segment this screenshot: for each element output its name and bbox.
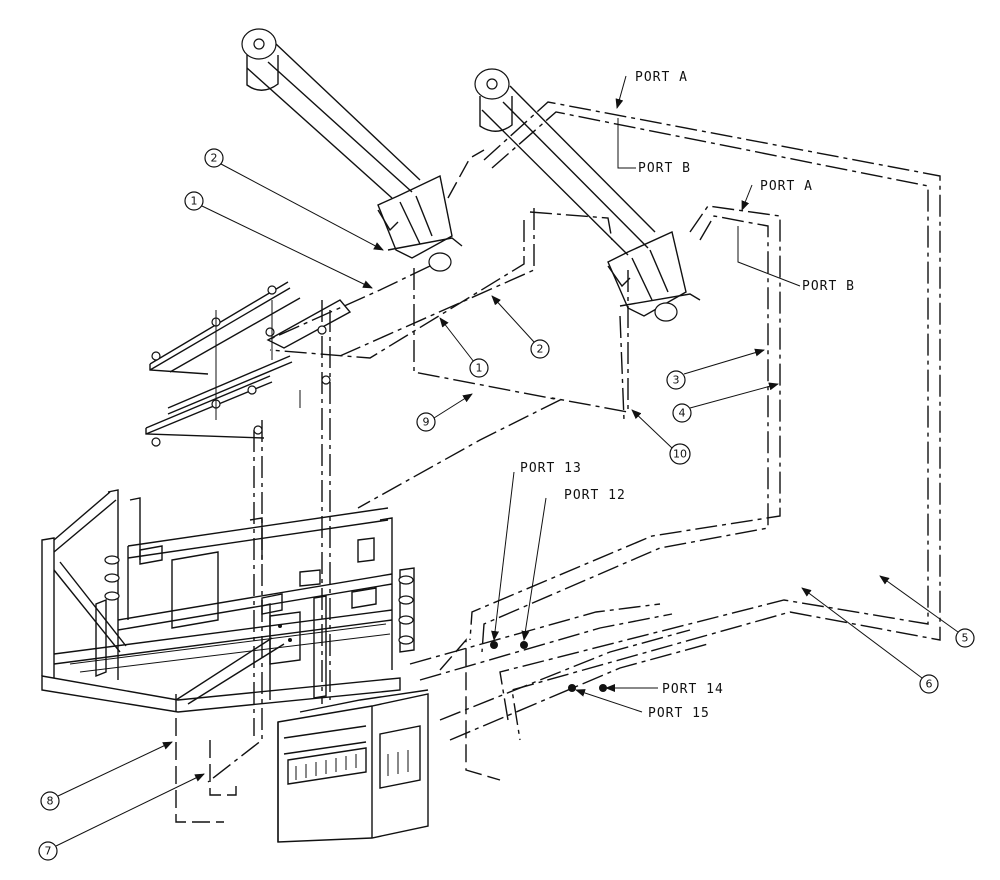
port-b-top-text: PORT B xyxy=(638,161,691,176)
port-15-label: PORT 15 xyxy=(575,689,710,721)
svg-text:7: 7 xyxy=(45,845,52,858)
callout-7: 7 xyxy=(38,773,205,861)
left-boom-arm xyxy=(241,28,463,272)
svg-text:6: 6 xyxy=(926,678,933,691)
port-13-label: PORT 13 xyxy=(491,461,582,641)
port-b-top-label: PORT B xyxy=(617,118,691,176)
port-a-top-label: PORT A xyxy=(615,70,688,109)
port-12-label: PORT 12 xyxy=(521,488,626,641)
port-15-text: PORT 15 xyxy=(648,706,710,721)
callout-6: 6 xyxy=(801,587,939,694)
hose-routes xyxy=(175,101,941,823)
callout-9: 9 xyxy=(416,393,473,432)
svg-text:2: 2 xyxy=(537,343,544,356)
svg-text:8: 8 xyxy=(47,795,54,808)
callout-8: 8 xyxy=(40,741,173,811)
svg-text:5: 5 xyxy=(962,632,969,645)
port-a-right-text: PORT A xyxy=(760,179,813,194)
callout-5: 5 xyxy=(879,575,975,648)
right-boom-arm xyxy=(474,68,701,322)
svg-text:1: 1 xyxy=(476,362,483,375)
svg-text:4: 4 xyxy=(679,407,686,420)
callout-4: 4 xyxy=(672,382,779,423)
port-fittings xyxy=(490,641,607,692)
callout-2-left: 2 xyxy=(204,148,384,251)
callout-2-mid: 2 xyxy=(491,295,550,359)
port-b-right-text: PORT B xyxy=(802,279,855,294)
svg-text:1: 1 xyxy=(191,195,198,208)
callout-3: 3 xyxy=(666,348,765,390)
machine-frame xyxy=(41,489,415,713)
svg-text:10: 10 xyxy=(673,448,687,461)
mounting-brackets xyxy=(145,281,352,447)
callout-1-left: 1 xyxy=(184,191,373,289)
svg-text:3: 3 xyxy=(673,374,680,387)
port-14-label: PORT 14 xyxy=(605,682,724,697)
port-13-text: PORT 13 xyxy=(520,461,582,476)
callout-10: 10 xyxy=(631,409,691,465)
svg-text:9: 9 xyxy=(423,416,430,429)
port-12-text: PORT 12 xyxy=(564,488,626,503)
port-14-text: PORT 14 xyxy=(662,682,724,697)
port-b-right-label: PORT B xyxy=(737,226,855,294)
callout-1-mid: 1 xyxy=(439,317,489,378)
port-a-top-text: PORT A xyxy=(635,70,688,85)
port-a-right-label: PORT A xyxy=(741,179,813,211)
svg-text:2: 2 xyxy=(211,152,218,165)
control-box xyxy=(277,689,429,843)
